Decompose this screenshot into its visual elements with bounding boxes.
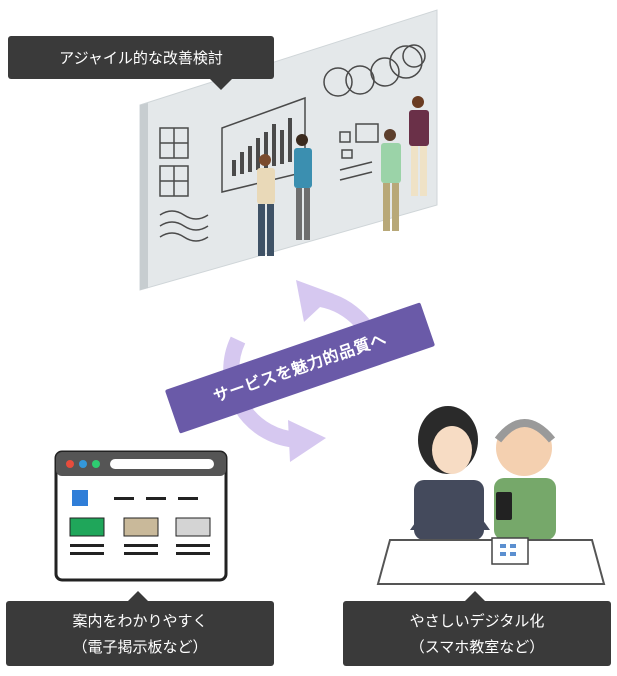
callout-tail	[210, 79, 232, 90]
callout-clear-guidance-line2: （電子掲示板など）	[72, 638, 208, 656]
callout-easy-digital-line1: やさしいデジタル化	[409, 612, 545, 630]
smartphone-class-illustration	[376, 406, 606, 585]
callout-clear-guidance-line1: 案内をわかりやすく	[72, 612, 208, 630]
cycle-arrowheads	[288, 280, 334, 462]
people-at-board	[257, 96, 429, 256]
browser-window-illustration	[54, 450, 228, 582]
callout-agile-improvement: アジャイル的な改善検討	[8, 36, 274, 90]
callout-tail	[464, 591, 486, 602]
callout-agile-text: アジャイル的な改善検討	[59, 49, 223, 67]
callout-clear-guidance: 案内をわかりやすく （電子掲示板など）	[6, 591, 274, 666]
whiteboard-illustration	[139, 9, 438, 291]
callout-tail	[127, 591, 149, 602]
callout-easy-digital: やさしいデジタル化 （スマホ教室など）	[343, 591, 611, 666]
callout-easy-digital-line2: （スマホ教室など）	[409, 638, 545, 656]
